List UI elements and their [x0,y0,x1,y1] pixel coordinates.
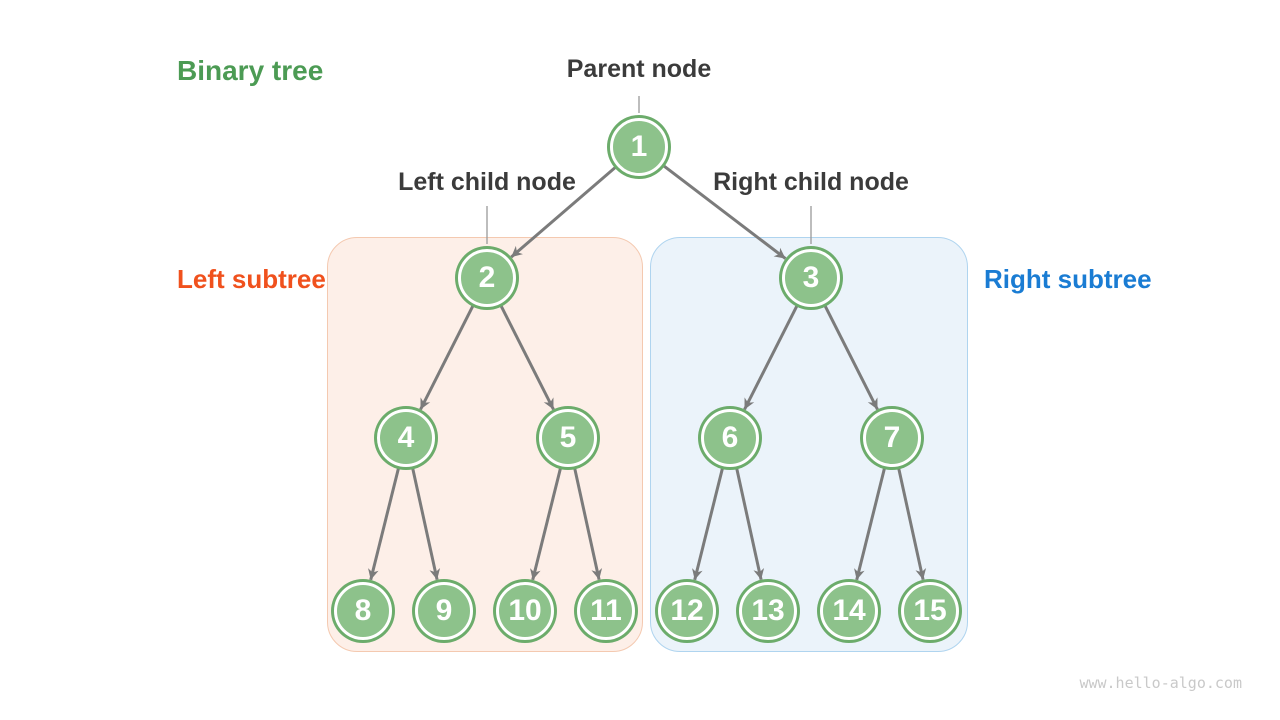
right-child-node-label: Right child node [713,168,909,196]
tree-node-5: 5 [539,409,597,467]
tree-node-1: 1 [610,118,668,176]
tree-node-7: 7 [863,409,921,467]
left-subtree-label: Left subtree [177,264,326,294]
tree-node-2: 2 [458,249,516,307]
tree-node-6: 6 [701,409,759,467]
tree-node-15: 15 [901,582,959,640]
watermark: www.hello-algo.com [1079,674,1242,692]
tree-node-13: 13 [739,582,797,640]
parent-node-label: Parent node [566,55,712,83]
diagram-title: Binary tree [177,55,324,86]
tree-node-3: 3 [782,249,840,307]
tree-node-12: 12 [658,582,716,640]
tree-node-14: 14 [820,582,878,640]
tree-node-4: 4 [377,409,435,467]
tree-node-11: 11 [577,582,635,640]
left-child-node-label: Left child node [398,168,576,196]
tree-node-8: 8 [334,582,392,640]
right-subtree-label: Right subtree [984,264,1152,294]
tree-node-9: 9 [415,582,473,640]
tree-node-10: 10 [496,582,554,640]
